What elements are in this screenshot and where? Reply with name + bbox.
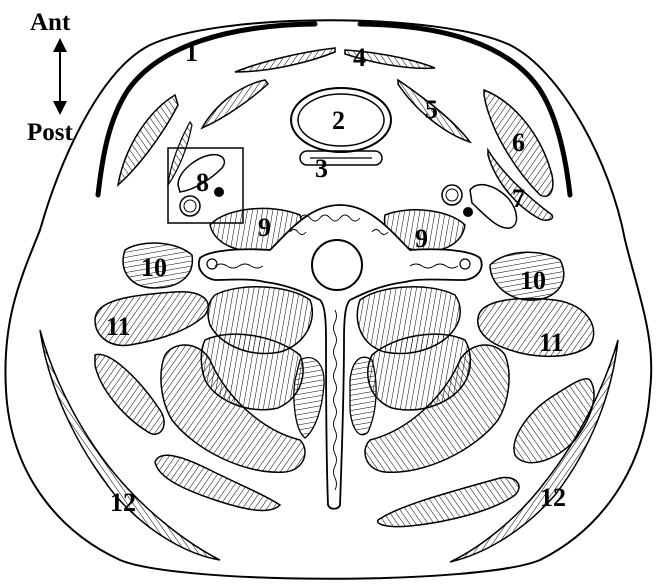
vagus-nerve-right: [463, 207, 473, 217]
label-11-left: 11: [106, 314, 131, 340]
label-10-left: 10: [141, 255, 167, 281]
sternocleidomastoid-left: [118, 95, 178, 185]
vertebral-canal-cord: [312, 240, 362, 290]
label-5: 5: [425, 97, 438, 123]
orientation-arrow-up-head: [53, 38, 67, 52]
strap-muscle-left: [202, 80, 268, 128]
carotid-artery-left: [180, 196, 200, 216]
trapezius-right-inner: [378, 477, 519, 526]
label-8: 8: [196, 170, 209, 196]
label-6: 6: [512, 130, 525, 156]
label-3: 3: [315, 156, 328, 182]
multifidus-left: [294, 358, 324, 438]
sternohyoid-left: [235, 48, 335, 72]
label-anterior: Ant: [30, 10, 70, 35]
multifidus-right: [350, 357, 376, 435]
label-12-left: 12: [110, 490, 136, 516]
label-11-right: 11: [539, 330, 564, 356]
label-10-right: 10: [520, 268, 546, 294]
label-posterior: Post: [27, 120, 73, 145]
label-9-right: 9: [415, 226, 428, 252]
label-2: 2: [332, 108, 345, 134]
carotid-artery-left-inner: [184, 200, 196, 212]
label-12-right: 12: [540, 485, 566, 511]
orientation-arrow-down-head: [53, 101, 67, 115]
carotid-artery-right-inner: [446, 189, 458, 201]
label-4: 4: [353, 45, 366, 71]
carotid-artery-right: [442, 185, 462, 205]
levator-scapulae-left: [95, 354, 164, 434]
label-9-left: 9: [258, 215, 271, 241]
label-1: 1: [185, 40, 198, 66]
vagus-nerve-left: [214, 187, 224, 197]
label-7: 7: [512, 186, 525, 212]
